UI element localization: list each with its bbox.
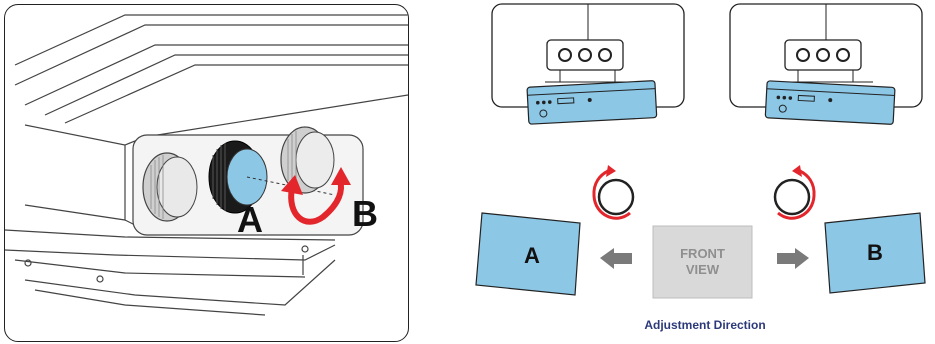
projector-line-drawing [5,14,408,316]
adjustment-direction-caption: Adjustment Direction [644,318,766,332]
front-view-line1: FRONT [680,246,725,261]
arrow-right-icon [777,248,809,269]
front-view-label: FRONT VIEW [653,246,752,278]
left-knob [142,152,198,222]
projector-front-right [729,3,923,125]
box-b-label: B [867,240,883,265]
label-b: B [352,193,378,234]
projector-front-left [491,3,685,125]
front-view-box [652,225,753,299]
arrow-head-a-icon [281,175,303,195]
rotate-cw-icon [773,165,816,220]
knob-b [280,126,335,194]
arrow-left-icon [600,248,632,269]
front-view-line2: VIEW [685,262,720,277]
adjustment-direction-diagram: A B FRONT VIEW [420,0,935,344]
box-a-label: A [524,243,540,268]
image-box-a [475,212,581,296]
rotate-ccw-icon [592,165,635,220]
rotation-arrow [288,177,344,225]
image-box-b [824,212,926,294]
projector-knob-illustration: A B [4,4,409,342]
arrow-head-b-icon [331,167,351,185]
projector-front-views [475,3,926,299]
label-a: A [237,199,263,240]
